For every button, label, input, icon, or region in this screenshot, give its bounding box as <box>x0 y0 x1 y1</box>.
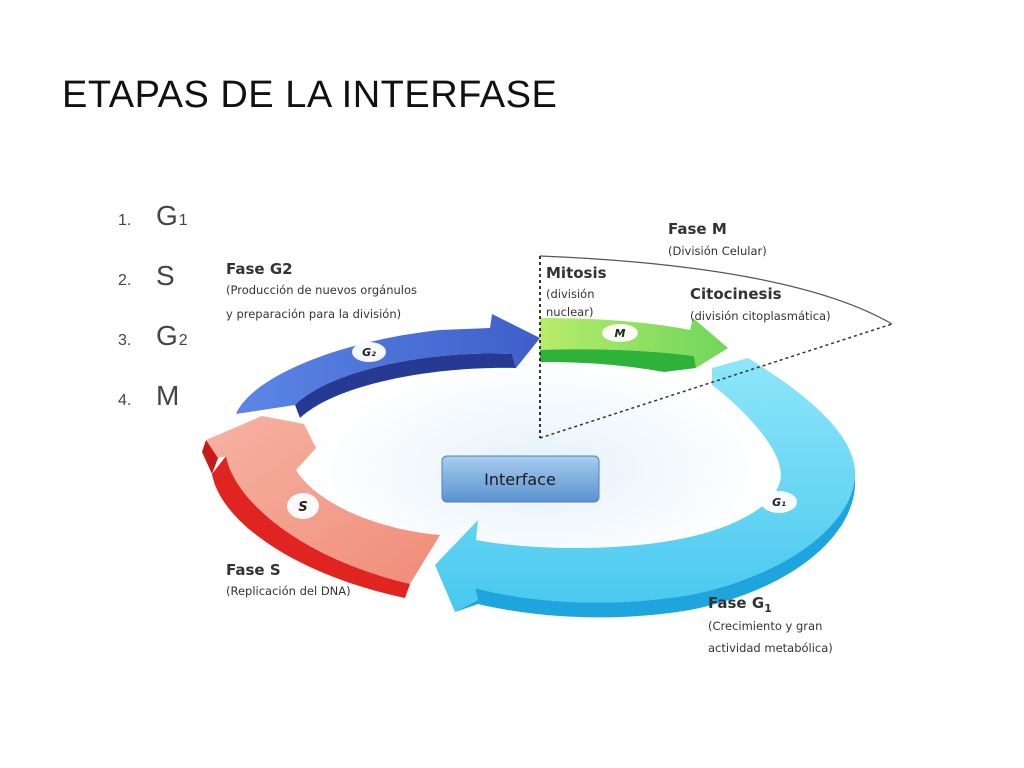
m-arrow-body <box>540 318 728 368</box>
list-item: 4. M <box>118 380 188 440</box>
interface-label: Interface <box>484 470 556 489</box>
label-fase-m-desc: (División Celular) <box>668 244 767 258</box>
list-item: 1. G 1 <box>118 200 188 260</box>
label-citocinesis: Citocinesis (división citoplasmática) <box>690 285 831 323</box>
list-number: 1. <box>118 212 132 229</box>
list-subscript: 2 <box>178 332 188 349</box>
m-arrow-shadow <box>540 349 696 372</box>
g2-arrow-body <box>236 314 540 414</box>
g2-badge-label: G₂ <box>362 346 376 359</box>
label-fase-g2-desc: (Producción de nuevos orgánulos <box>226 283 417 297</box>
label-citocinesis-desc: (división citoplasmática) <box>690 309 831 323</box>
s-arrow-shadow-tip <box>202 440 218 474</box>
g2-badge: G₂ <box>352 342 386 362</box>
list-item: 3. G 2 <box>118 320 188 380</box>
m-phase-dashed-line <box>539 323 893 439</box>
list-number: 3. <box>118 332 132 349</box>
g1-arrow-body <box>435 358 856 612</box>
s-badge: S <box>287 493 319 519</box>
g1-badge: G₁ <box>761 491 797 513</box>
label-fase-g1-desc: (Crecimiento y gran <box>708 619 822 633</box>
label-fase-s: Fase S (Replicación del DNA) <box>226 561 351 598</box>
label-fase-g1-desc: actividad metabólica) <box>708 641 833 655</box>
label-fase-g2-title: Fase G2 <box>226 260 293 278</box>
s-arrow-shadow <box>212 456 410 598</box>
m-badge-label: M <box>615 327 626 340</box>
g1-badge-label: G₁ <box>772 496 786 509</box>
m-arrow <box>540 318 728 372</box>
label-fase-g1-title: Fase G1 <box>708 594 772 615</box>
s-arrow-body <box>206 416 440 584</box>
label-fase-s-desc: (Replicación del DNA) <box>226 584 351 598</box>
list-item: 2. S <box>118 260 188 320</box>
phase-list: 1. G 1 2. S 3. G 2 4. M <box>118 200 188 440</box>
s-arrow <box>202 416 440 598</box>
m-phase-arc <box>539 255 893 325</box>
slide-title: ETAPAS DE LA INTERFASE <box>62 74 558 116</box>
g2-arrow <box>236 314 540 418</box>
list-symbol: M <box>156 380 180 411</box>
label-fase-s-title: Fase S <box>226 561 281 579</box>
label-mitosis: Mitosis (división nuclear) <box>546 264 607 319</box>
list-symbol: S <box>156 260 175 291</box>
list-symbol: G <box>156 200 178 231</box>
list-subscript: 1 <box>178 212 188 229</box>
label-mitosis-desc: (división <box>546 287 595 301</box>
label-fase-g1: Fase G1 (Crecimiento y gran actividad me… <box>708 594 833 655</box>
interface-box: Interface <box>441 455 600 503</box>
list-number: 4. <box>118 392 132 409</box>
label-citocinesis-title: Citocinesis <box>690 285 782 303</box>
label-fase-g2: Fase G2 (Producción de nuevos orgánulos … <box>226 260 417 321</box>
list-number: 2. <box>118 272 132 289</box>
m-badge: M <box>602 324 638 342</box>
g1-arrow-shadow <box>455 470 856 618</box>
s-badge-label: S <box>298 500 307 515</box>
g2-arrow-shadow <box>295 353 516 418</box>
g1-arrow <box>435 358 856 618</box>
label-mitosis-title: Mitosis <box>546 264 607 282</box>
list-symbol: G <box>156 320 178 351</box>
label-mitosis-desc: nuclear) <box>546 305 593 319</box>
label-fase-m: Fase M (División Celular) <box>668 220 767 258</box>
label-fase-m-title: Fase M <box>668 220 727 238</box>
label-fase-g2-desc: y preparación para la división) <box>226 307 401 321</box>
